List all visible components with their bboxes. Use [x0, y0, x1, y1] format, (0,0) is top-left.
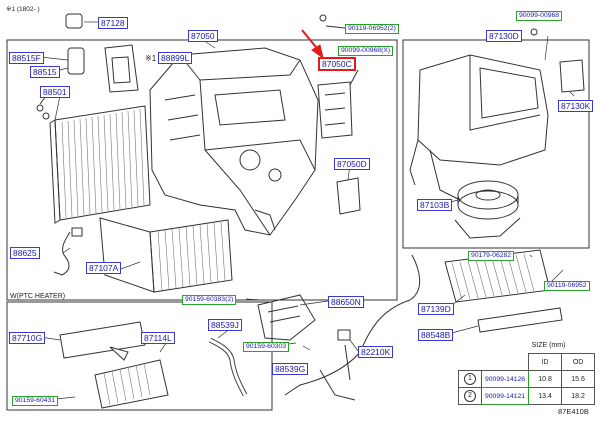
ptc-arrow-shape: [109, 346, 129, 361]
size-row: 2 90099-14121 13.4 18.2: [458, 387, 596, 405]
heater-core-shape: [99, 217, 233, 293]
callout-87050c[interactable]: 87050C: [318, 57, 356, 71]
servo-shape: [317, 81, 353, 139]
module-shape: [336, 177, 361, 215]
bolt-90179-06282[interactable]: 90179-06282: [468, 251, 515, 261]
header-note: ※1 (1802- ): [6, 6, 40, 13]
blower-motor-shape: [454, 180, 521, 239]
main-frame: [6, 39, 398, 301]
callout-88515[interactable]: 88515: [30, 66, 60, 78]
callout-87050d[interactable]: 87050D: [334, 158, 370, 170]
size-col-od: OD: [561, 353, 596, 371]
callout-87050[interactable]: 87050: [188, 30, 218, 42]
harness-82210k-shape: [284, 254, 421, 396]
ptc-heater-shape: [59, 321, 169, 409]
size-row-od: 18.2: [561, 387, 596, 405]
part-87128-shape: [65, 13, 83, 29]
callout-88539g[interactable]: 88539G: [272, 363, 309, 375]
blower-case-shape: [409, 54, 549, 201]
footer-code: 87E410B: [558, 407, 589, 416]
callout-87107a[interactable]: 87107A: [86, 262, 122, 274]
size-row-mark: 2: [464, 390, 476, 402]
size-row-id: 10.8: [528, 370, 563, 388]
hvac-unit-shape: [149, 47, 319, 236]
callout-88539j[interactable]: 88539J: [208, 319, 242, 331]
bolt-90099-00968-right[interactable]: 90099-00968: [516, 11, 563, 21]
size-row-part[interactable]: 90099-14121: [480, 387, 530, 405]
actuator-shape: [559, 59, 585, 93]
size-row-part[interactable]: 90099-14126: [480, 370, 530, 388]
callout-82210k[interactable]: 82210K: [358, 346, 394, 358]
size-col-id: ID: [528, 353, 563, 371]
section-ptc-heater: W(PTC HEATER): [10, 293, 66, 300]
circle-ref: ※1: [145, 54, 157, 63]
callout-87130d[interactable]: 87130D: [486, 30, 522, 42]
size-row-mark: 1: [464, 373, 476, 385]
callout-87130k[interactable]: 87130K: [558, 100, 594, 112]
callout-87114l[interactable]: 87114L: [141, 332, 175, 344]
size-table-title: SIZE (mm): [528, 337, 595, 354]
callout-88625[interactable]: 88625: [10, 247, 40, 259]
filter-cover-shape: [477, 307, 563, 333]
size-row: 1 90099-14126 10.8 15.6: [458, 370, 596, 388]
ptc-frame: [6, 301, 273, 411]
bolt-90119-06952-lower[interactable]: 90119-06952: [544, 281, 590, 291]
bolt-90099-00968-center[interactable]: 90099-00968(X): [338, 46, 394, 56]
harness-88625-shape: [53, 231, 71, 276]
callout-87128[interactable]: 87128: [98, 17, 128, 29]
expansion-valve-shape: [67, 47, 85, 75]
bolt-90159-60431[interactable]: 90159-60431: [12, 396, 59, 406]
size-row-id: 13.4: [528, 387, 563, 405]
duct-shape: [257, 294, 316, 341]
callout-88515f[interactable]: 88515F: [9, 52, 44, 64]
callout-87710g[interactable]: 87710G: [9, 332, 46, 344]
bolt-90159-60303[interactable]: 90159-60303: [243, 342, 290, 352]
callout-87139d[interactable]: 87139D: [418, 303, 454, 315]
callout-88548b[interactable]: 88548B: [418, 329, 454, 341]
bolt-90119-06952-upper[interactable]: 90119-06952(2): [345, 24, 399, 34]
bolt-90159-60383[interactable]: 90159-60383(2): [182, 295, 237, 305]
size-table: SIZE (mm) ID OD 1 90099-14126 10.8 15.6 …: [458, 337, 596, 405]
callout-88899l[interactable]: 88899L: [158, 52, 193, 64]
seal-shape: [104, 44, 139, 93]
size-row-od: 15.6: [561, 370, 596, 388]
callout-87103b[interactable]: 87103B: [417, 199, 453, 211]
callout-88650n[interactable]: 88650N: [328, 296, 364, 308]
callout-88501[interactable]: 88501: [40, 86, 70, 98]
evaporator-shape: [49, 105, 151, 224]
